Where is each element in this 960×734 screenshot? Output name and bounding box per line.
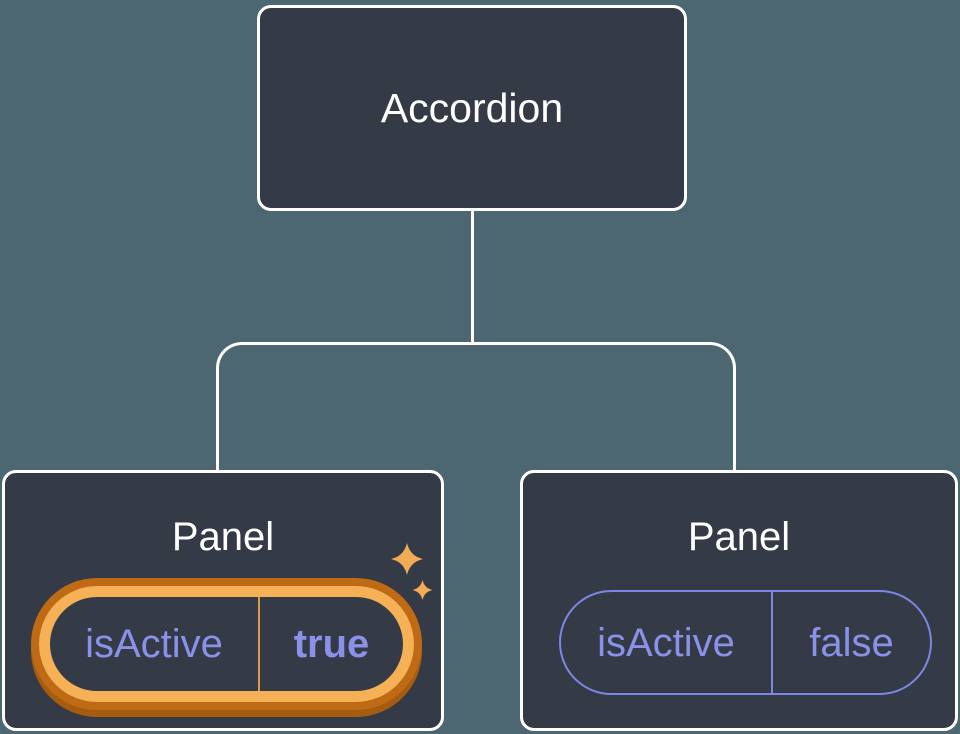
pill-divider xyxy=(258,597,260,691)
accordion-node: Accordion xyxy=(257,5,687,211)
connector-stem xyxy=(471,210,474,344)
connector-branch xyxy=(216,342,736,470)
sparkle-icon xyxy=(390,543,424,575)
state-key: isActive xyxy=(597,620,735,665)
panel-node-active: Panel isActive true xyxy=(2,470,444,731)
sparkle-icon xyxy=(412,580,433,600)
state-key: isActive xyxy=(85,622,223,666)
panel-node-inactive: Panel isActive false xyxy=(520,470,958,731)
state-value: false xyxy=(809,620,894,665)
panel-active-label: Panel xyxy=(171,515,275,559)
state-pill-cells: isActive false xyxy=(561,592,930,693)
state-value: true xyxy=(293,622,370,666)
state-pill-cells: isActive true xyxy=(50,597,403,691)
pill-divider xyxy=(771,592,773,693)
panel-inactive-label: Panel xyxy=(687,515,791,559)
state-pill-inactive: isActive false xyxy=(559,590,932,695)
accordion-node-label: Accordion xyxy=(380,84,564,131)
state-pill-active: isActive true xyxy=(39,586,414,702)
